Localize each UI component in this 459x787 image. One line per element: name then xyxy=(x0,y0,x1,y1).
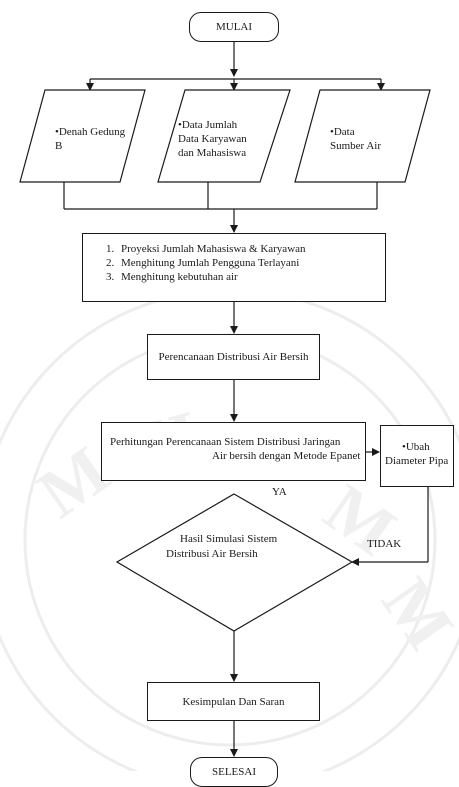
input-sumber-air-shape xyxy=(294,89,431,183)
change-pipe-box: •Ubah Diameter Pipa xyxy=(380,425,454,487)
input-sumber-air-line: Sumber Air xyxy=(330,140,382,152)
change-pipe-line2: Diameter Pipa xyxy=(385,455,449,467)
input-sumber-air-line: •Data xyxy=(330,126,355,138)
start-terminal: MULAI xyxy=(189,12,279,42)
flowchart: M H A M M xyxy=(0,0,459,771)
input-karyawan-line: •Data Jumlah xyxy=(178,119,238,131)
input-denah-shape xyxy=(19,89,146,183)
decision-line2: Distribusi Air Bersih xyxy=(166,548,258,560)
process-step: Menghitung kebutuhan air xyxy=(117,270,385,284)
input-karyawan-line: dan Mahasiswa xyxy=(178,147,247,159)
input-denah-line: B xyxy=(55,140,63,152)
process-step: Menghitung Jumlah Pengguna Terlayani xyxy=(117,256,385,270)
input-denah-line: •Denah Gedung xyxy=(55,126,126,138)
conclusion-label: Kesimpulan Dan Saran xyxy=(182,695,285,708)
end-terminal: SELESAI xyxy=(190,757,278,787)
input-karyawan-line: Data Karyawan xyxy=(178,133,247,145)
input-karyawan-text: •Data Jumlah Data Karyawan dan Mahasiswa xyxy=(178,118,247,160)
input-karyawan-shape xyxy=(157,89,291,183)
process-step: Proyeksi Jumlah Mahasiswa & Karyawan xyxy=(117,242,385,256)
conclusion-box: Kesimpulan Dan Saran xyxy=(147,682,320,721)
calculation-box: Perhitungan Perencanaan Sistem Distribus… xyxy=(101,422,366,481)
planning-box: Perencanaan Distribusi Air Bersih xyxy=(147,334,320,380)
calculation-line1: Perhitungan Perencanaan Sistem Distribus… xyxy=(110,436,341,448)
input-denah-text: •Denah Gedung B xyxy=(55,125,125,153)
decision-line1: Hasil Simulasi Sistem xyxy=(180,533,278,545)
connectors xyxy=(19,42,431,757)
input-sumber-air-text: •Data Sumber Air xyxy=(330,125,381,153)
yes-label: YA xyxy=(272,486,287,498)
process-steps-box: Proyeksi Jumlah Mahasiswa & Karyawan Men… xyxy=(82,233,386,302)
start-label: MULAI xyxy=(215,21,253,33)
end-label: SELESAI xyxy=(212,766,256,778)
change-pipe-line1: •Ubah xyxy=(402,441,430,453)
process-steps-list: Proyeksi Jumlah Mahasiswa & Karyawan Men… xyxy=(91,242,385,284)
decision-diamond xyxy=(115,493,354,632)
calculation-line2: Air bersih dengan Metode Epanet xyxy=(212,450,361,462)
planning-label: Perencanaan Distribusi Air Bersih xyxy=(158,351,309,363)
no-label: TIDAK xyxy=(367,538,402,550)
